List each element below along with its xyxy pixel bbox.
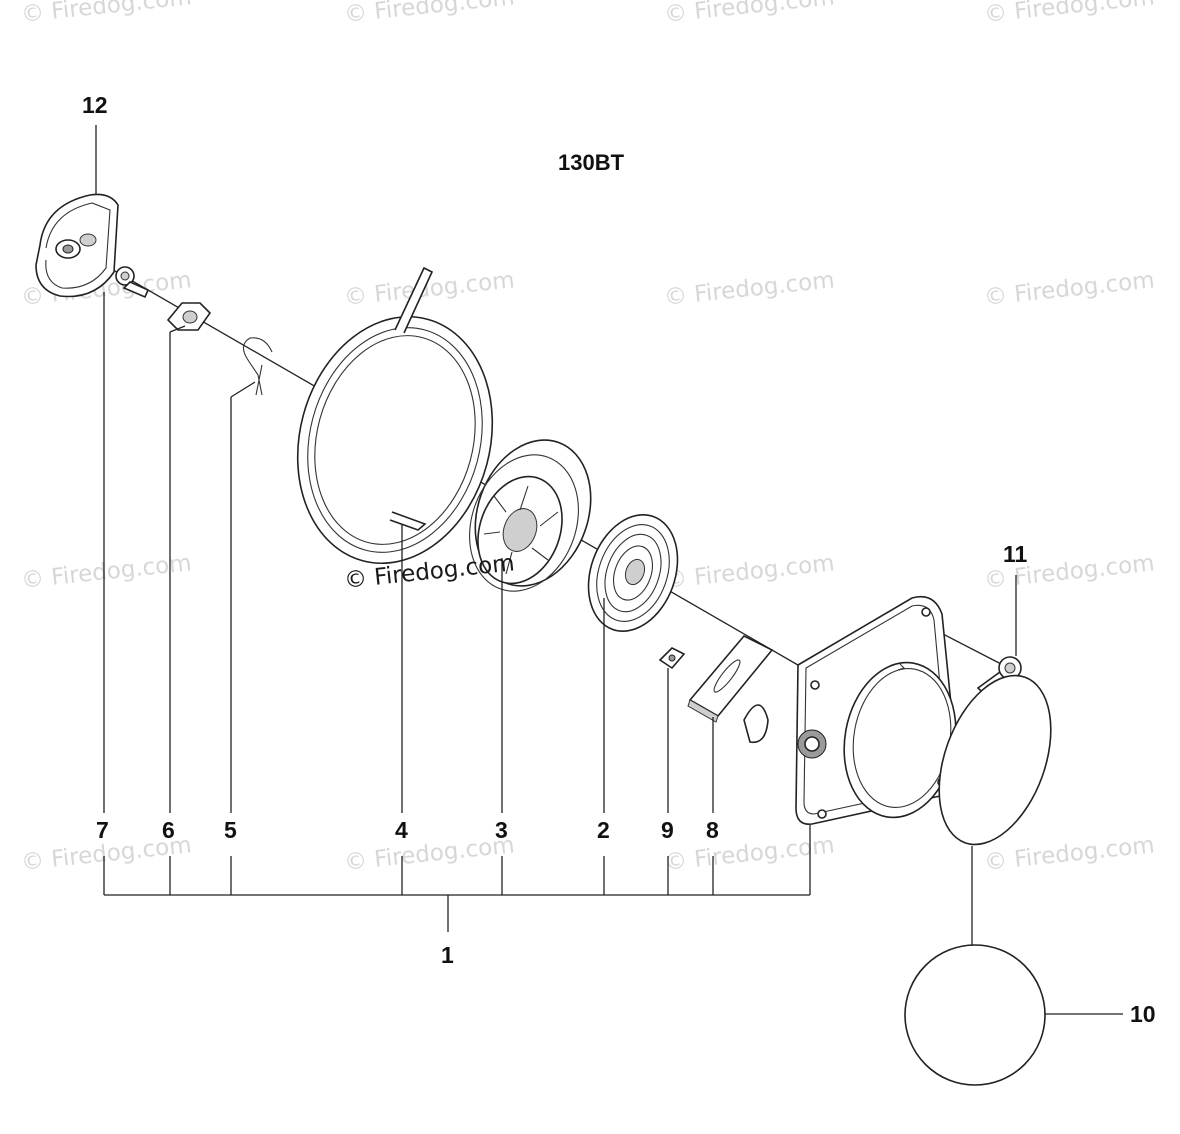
- part-9-small-clip: [658, 647, 686, 670]
- part-1-starter-housing: [795, 595, 959, 825]
- part-label-4: 4: [395, 817, 408, 843]
- part-10-decal-detail: [904, 944, 1046, 1086]
- watermark: © Firedog.com: [20, 0, 193, 28]
- watermark: © Firedog.com: [663, 267, 836, 311]
- watermark: © Firedog.com: [663, 550, 836, 594]
- part-label-6: 6: [162, 817, 175, 843]
- part-label-12: 12: [82, 92, 108, 118]
- part-8-guide-plate: [687, 635, 774, 744]
- watermark: © Firedog.com: [983, 267, 1156, 311]
- watermark: © Firedog.com: [343, 0, 516, 28]
- model-title: 130BT: [558, 150, 625, 175]
- part-12-cover-plate: [35, 193, 119, 298]
- part-label-1: 1: [441, 942, 454, 968]
- watermark: © Firedog.com: [983, 832, 1156, 876]
- part-number-labels: 12 7 6 5 4 3 2 9 8 1 11 10: [82, 92, 1156, 1027]
- part-5-spring-clip: [242, 337, 273, 396]
- watermark: © Firedog.com: [663, 0, 836, 28]
- leader-lines: [95, 125, 1123, 1015]
- watermark: © Firedog.com: [343, 832, 516, 876]
- part-4-recoil-rope: [296, 266, 494, 565]
- part-label-5: 5: [224, 817, 237, 843]
- part-3-rope-pulley: [469, 439, 592, 592]
- part-2-recoil-spring: [587, 514, 679, 632]
- part-7-center-pin: [115, 266, 150, 299]
- watermark: © Firedog.com: [20, 550, 193, 594]
- part-label-8: 8: [706, 817, 719, 843]
- part-label-2: 2: [597, 817, 610, 843]
- part-label-10: 10: [1130, 1001, 1156, 1027]
- part-label-9: 9: [661, 817, 674, 843]
- part-6-pawl-nut: [166, 302, 212, 331]
- part-label-7: 7: [96, 817, 109, 843]
- part-label-3: 3: [495, 817, 508, 843]
- part-label-11: 11: [1003, 541, 1028, 567]
- part-10-decal-exploded: [938, 674, 1052, 846]
- watermark: © Firedog.com: [983, 0, 1156, 28]
